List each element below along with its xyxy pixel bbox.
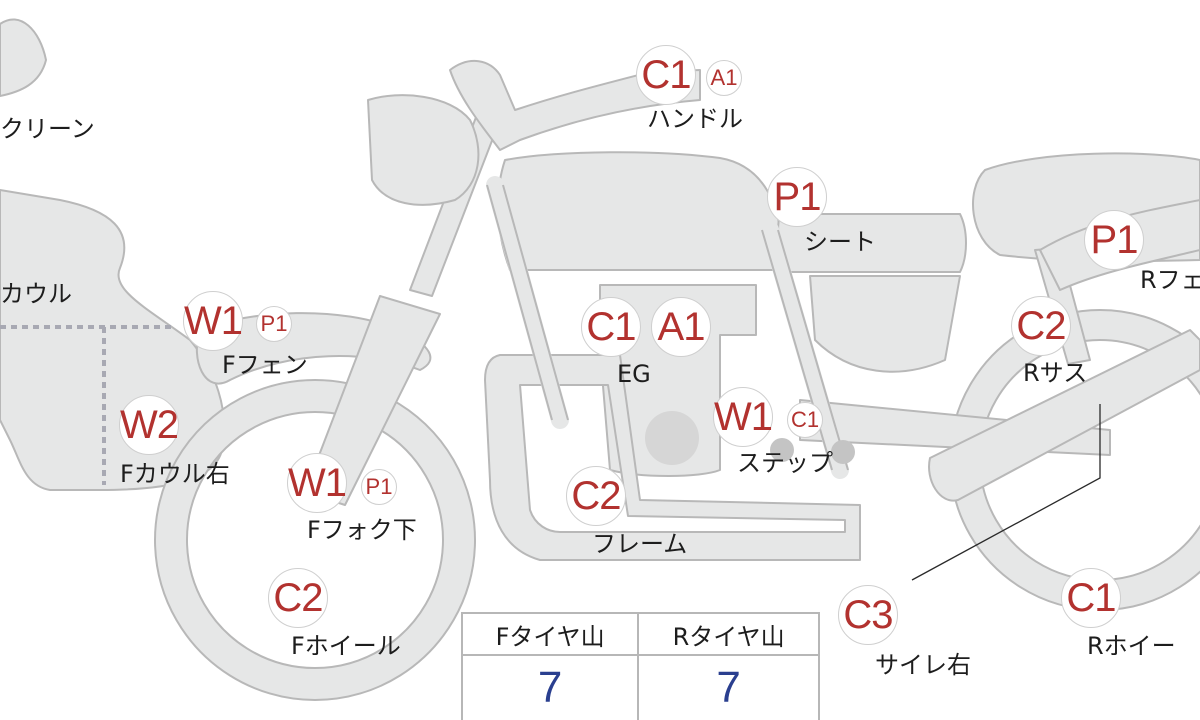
frame-shape: [484, 354, 861, 561]
rear-wheel-badge-1: C1: [1061, 568, 1121, 628]
handle-badge-2: A1: [706, 60, 742, 96]
windscreen-shape: [0, 18, 47, 97]
label-rear-wheel: Rホイー: [1087, 632, 1176, 660]
label-engine: EG: [617, 360, 651, 388]
rear-suspension-badge-1: C2: [1011, 296, 1071, 356]
label-seat: シート: [804, 228, 876, 256]
label-screen: クリーン: [0, 115, 95, 143]
label-handle: ハンドル: [647, 105, 743, 133]
label-rear-suspension: Rサス: [1023, 359, 1088, 387]
label-cowl: カウル: [0, 280, 72, 308]
headlight-shape: [367, 94, 480, 206]
front-fender-badge-2: P1: [256, 306, 292, 342]
step-peg-shape: [770, 438, 794, 462]
label-front-cowl-right: Fカウル右: [120, 460, 230, 488]
rear-tire-value: 7: [637, 654, 820, 720]
rear-tire-header: Rタイヤ山: [637, 612, 820, 656]
label-frame: フレーム: [592, 530, 688, 558]
front-wheel-badge-1: C2: [268, 568, 328, 628]
label-front-fender: Fフェン: [222, 351, 308, 379]
label-front-fork-lower: Fフォク下: [307, 516, 417, 544]
front-fork-lower-badge-2: P1: [361, 469, 397, 505]
engine-badge-2: A1: [651, 297, 711, 357]
front-tire-value: 7: [460, 654, 640, 720]
tire-tread-table: Fタイヤ山 Rタイヤ山 7 7: [460, 612, 820, 720]
label-front-wheel: Fホイール: [291, 632, 401, 660]
label-silencer-right: サイレ右: [875, 651, 971, 679]
frame-badge-1: C2: [566, 466, 626, 526]
label-rear-fender: Rフェ: [1140, 266, 1200, 294]
silencer-leader-line: [911, 404, 1101, 581]
front-cowl-right-badge-1: W2: [119, 395, 179, 455]
front-tire-header: Fタイヤ山: [460, 612, 640, 656]
engine-cover-shape: [645, 411, 699, 465]
front-wheel-shape: [154, 379, 477, 701]
seat-badge-1: P1: [767, 167, 827, 227]
label-step: ステップ: [737, 449, 833, 477]
fuel-tank-shape: [497, 151, 784, 271]
side-cover-shape: [809, 275, 961, 373]
silencer-right-badge-1: C3: [838, 585, 898, 645]
step-badge-1: W1: [713, 387, 773, 447]
silencer-shape: [928, 329, 1200, 502]
front-fork-shape: [304, 295, 441, 506]
engine-badge-1: C1: [581, 297, 641, 357]
front-fork-lower-badge-1: W1: [287, 453, 347, 513]
rear-fender-badge-1: P1: [1084, 210, 1144, 270]
step-badge-2: C1: [787, 402, 823, 438]
front-fender-badge-1: W1: [183, 291, 243, 351]
handle-badge-1: C1: [636, 45, 696, 105]
step-peg-shape: [831, 440, 855, 464]
